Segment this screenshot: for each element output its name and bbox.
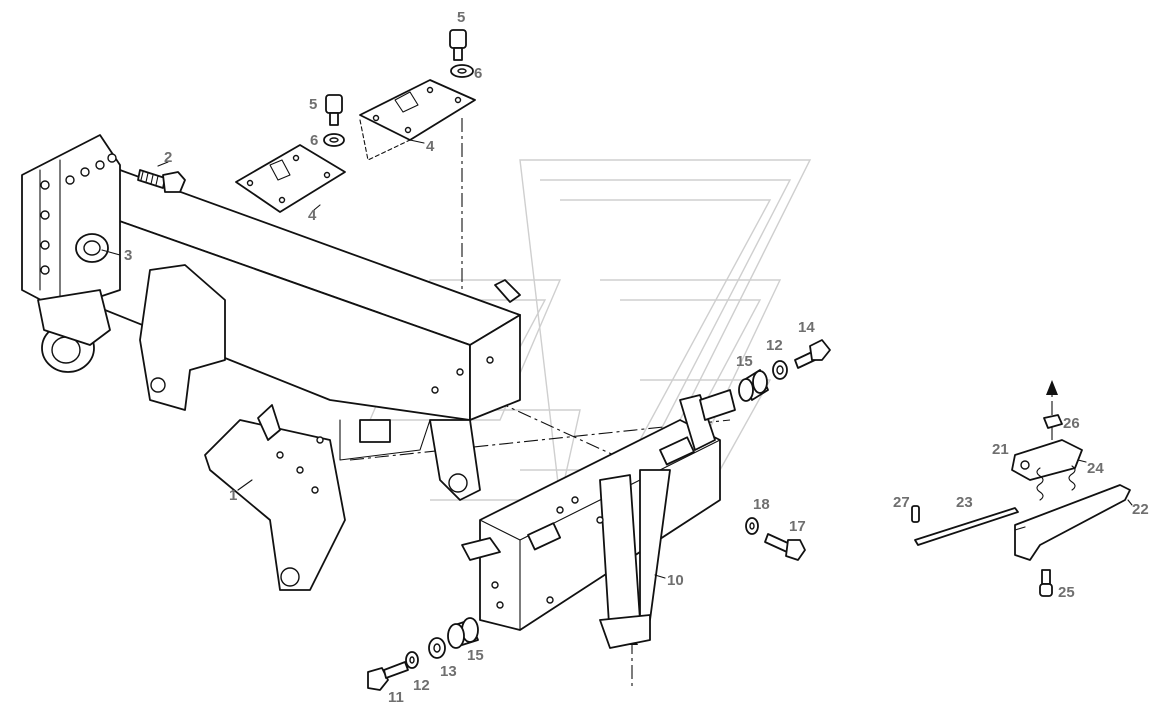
label-17: 17 xyxy=(789,518,806,535)
plate-part-4-right xyxy=(359,79,476,161)
washer-part-13 xyxy=(428,637,446,659)
label-4b: 4 xyxy=(426,138,435,155)
label-6b: 6 xyxy=(310,132,318,149)
label-13: 13 xyxy=(440,663,457,680)
label-26: 26 xyxy=(1063,415,1080,432)
plate-part-4-left xyxy=(235,144,346,213)
label-1: 1 xyxy=(229,487,237,504)
bracket-part-22 xyxy=(1014,484,1131,561)
watermark-logo xyxy=(368,159,812,501)
part-labels: 1 2 3 4 4 5 5 6 6 10 11 12 12 13 14 15 1… xyxy=(124,9,1149,706)
washer-part-6-lower xyxy=(323,133,345,147)
bolt-part-14 xyxy=(794,339,831,369)
label-12a: 12 xyxy=(766,337,783,354)
label-21: 21 xyxy=(992,441,1009,458)
label-2: 2 xyxy=(164,149,172,166)
label-11: 11 xyxy=(388,689,404,706)
leader-lines xyxy=(101,139,1133,579)
label-10: 10 xyxy=(667,572,684,589)
bolt-part-5-upper xyxy=(449,29,467,61)
label-3: 3 xyxy=(124,247,132,264)
screw-part-25 xyxy=(1039,569,1053,597)
label-18: 18 xyxy=(753,496,770,513)
bolt-part-11 xyxy=(367,661,409,691)
label-5a: 5 xyxy=(457,9,465,26)
label-5b: 5 xyxy=(309,96,317,113)
label-15b: 15 xyxy=(467,647,484,664)
pin-part-27 xyxy=(911,505,920,523)
label-22: 22 xyxy=(1132,501,1149,518)
bolt-part-17 xyxy=(764,533,806,561)
bolt-part-2 xyxy=(137,169,186,193)
clamp-part-21 xyxy=(1011,439,1083,481)
main-frame-part-1 xyxy=(21,134,521,591)
label-4a: 4 xyxy=(308,207,317,224)
bushing-part-15-lower xyxy=(447,617,479,649)
washer-part-18 xyxy=(745,517,759,535)
label-15a: 15 xyxy=(736,353,753,370)
washer-part-12-lower xyxy=(405,651,419,669)
springs-part-24 xyxy=(1036,465,1076,501)
label-23: 23 xyxy=(956,494,973,511)
bushing-part-15-upper xyxy=(738,369,769,402)
nut-part-26 xyxy=(1043,414,1063,429)
label-24: 24 xyxy=(1087,460,1104,477)
label-6a: 6 xyxy=(474,65,482,82)
rod-part-23 xyxy=(914,507,1019,546)
label-14: 14 xyxy=(798,319,815,336)
label-27: 27 xyxy=(893,494,910,511)
washer-part-6-upper xyxy=(450,64,474,78)
washer-part-12-upper xyxy=(772,360,788,380)
label-12b: 12 xyxy=(413,677,430,694)
bolt-part-5-lower xyxy=(325,94,343,126)
label-25: 25 xyxy=(1058,584,1075,601)
crossmember-part-10 xyxy=(461,389,736,649)
